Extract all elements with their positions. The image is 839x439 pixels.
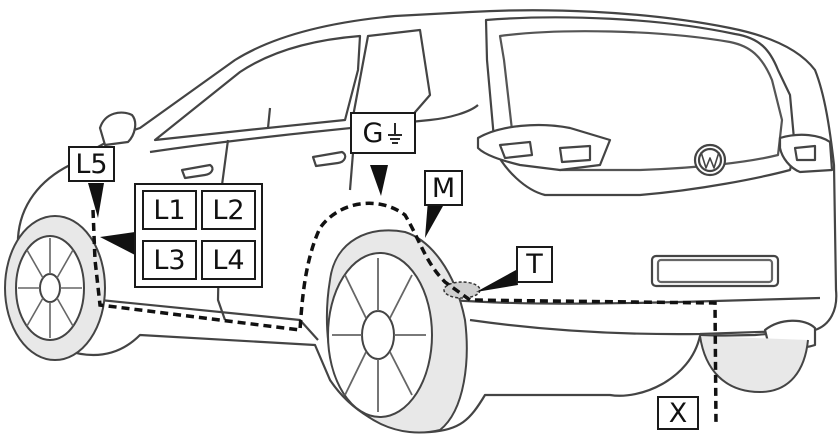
label-l5: L5	[68, 146, 115, 182]
label-m: M	[424, 170, 463, 206]
label-l1: L1	[142, 190, 197, 230]
wiring-route	[91, 201, 718, 426]
tow-socket	[443, 281, 481, 299]
ground-icon	[388, 123, 403, 144]
rear-wheel	[325, 229, 468, 434]
label-g-text: G	[362, 117, 384, 149]
far-wheel	[699, 335, 809, 394]
label-x: X	[657, 396, 699, 430]
label-t: T	[516, 246, 553, 283]
label-l3: L3	[142, 240, 197, 280]
label-g: G	[350, 112, 416, 154]
front-wheel	[4, 215, 106, 361]
label-l4: L4	[201, 240, 256, 280]
label-l2: L2	[201, 190, 256, 230]
pointers	[88, 165, 518, 292]
